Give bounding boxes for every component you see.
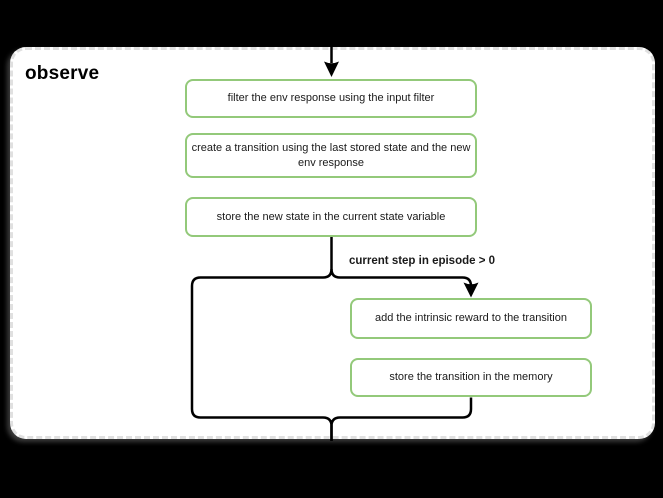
step-filter-env-response: filter the env response using the input … bbox=[185, 79, 477, 118]
step-label: create a transition using the last store… bbox=[191, 141, 471, 169]
panel-title: observe bbox=[25, 63, 100, 84]
step-label: store the transition in the memory bbox=[389, 371, 553, 384]
step-store-new-state: store the new state in the current state… bbox=[185, 197, 477, 237]
step-store-transition: store the transition in the memory bbox=[350, 358, 592, 397]
step-add-intrinsic-reward: add the intrinsic reward to the transiti… bbox=[350, 298, 592, 339]
condition-label: current step in episode > 0 bbox=[349, 255, 496, 267]
step-create-transition: create a transition using the last store… bbox=[185, 133, 477, 178]
step-label: add the intrinsic reward to the transiti… bbox=[375, 312, 567, 325]
step-label: filter the env response using the input … bbox=[227, 92, 435, 105]
step-label: store the new state in the current state… bbox=[216, 210, 446, 223]
